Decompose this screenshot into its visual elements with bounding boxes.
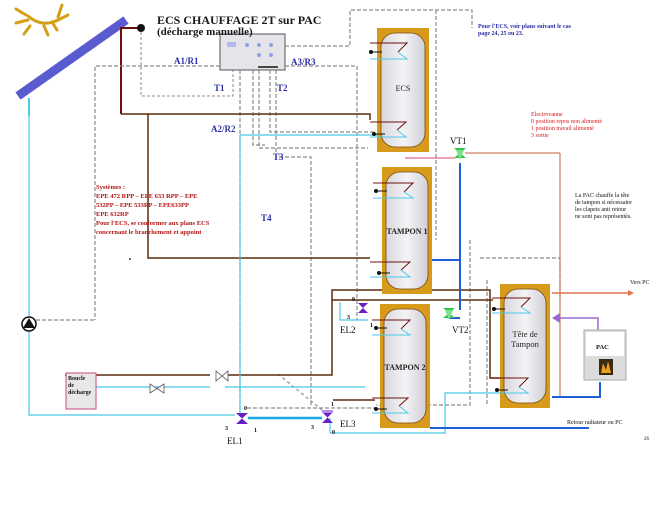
- tank-tete-tampon: [500, 284, 550, 408]
- electrovalve-note-line2: 0 position repos non alimenté: [531, 119, 602, 125]
- tank-tete-label-line1: Tête de: [512, 329, 538, 339]
- ecs-ref-note-line1: Pour l'ECS, voir plans suivant le cas: [478, 24, 571, 30]
- electrovalve-note-line1: Electrovanne: [531, 112, 563, 118]
- tank-tampon2: [380, 304, 430, 428]
- discharge-loop-box: [65, 372, 97, 410]
- systems-note-line6: concernant le branchement et appoint: [96, 229, 202, 236]
- el1-valve-icon[interactable]: [236, 413, 248, 424]
- sun-icon: [14, 3, 70, 37]
- el3-valve-icon[interactable]: [322, 410, 333, 423]
- probe-t2-label: T2: [277, 83, 288, 93]
- el1-port-3: 3: [225, 426, 228, 432]
- signal-lines: [36, 9, 561, 410]
- t1-signal-line: [140, 32, 234, 97]
- el3-port-0: 0: [332, 430, 335, 436]
- pac-label: PAC: [596, 344, 609, 351]
- discharge-loop-line2: de: [68, 383, 74, 389]
- pac-note-line4: ne sont pas représentés.: [575, 214, 632, 220]
- probe-a3r3-label: A3/R3: [291, 57, 316, 67]
- systems-note-line5: Pour l'ECS, se conformer aux plans ECS: [96, 220, 210, 227]
- vt1-valve-icon[interactable]: [454, 148, 466, 160]
- el2-port-0: 0: [352, 297, 355, 303]
- el3-label: EL3: [340, 419, 356, 429]
- pac-note-line3: les clapets anti retour: [575, 207, 627, 213]
- probe-t4-label: T4: [261, 213, 272, 223]
- vt1-label: VT1: [450, 136, 467, 146]
- diagram-title: ECS CHAUFFAGE 2T sur PAC: [157, 13, 322, 27]
- pac-arrow-icon: [552, 313, 560, 323]
- check-valve-icon: [149, 370, 229, 394]
- tank-tampon2-label: TAMPON 2: [384, 363, 426, 372]
- el3-signal-diagonal: [277, 373, 323, 411]
- tank-ecs-label: ECS: [395, 84, 411, 93]
- tank-tampon1: [382, 167, 432, 294]
- solar-controller[interactable]: [219, 33, 286, 71]
- electrovalve-note-line3: 1 position travail alimenté: [531, 126, 594, 132]
- el2-valve-icon[interactable]: [358, 303, 368, 313]
- circulator-pump-icon[interactable]: [21, 316, 37, 332]
- retour-label: Retour radiateur ou PC: [567, 420, 623, 426]
- el1-port-0: 0: [244, 406, 247, 412]
- heat-pump-pac: [583, 329, 627, 381]
- el1-port-1: 1: [254, 428, 257, 434]
- discharge-loop-line1: Boucle: [68, 376, 86, 382]
- el2-port-3: 3: [347, 315, 350, 321]
- el3-port-1: 1: [331, 402, 334, 408]
- ecs-ref-note-line2: page 24, 25 ou 23.: [478, 31, 524, 37]
- el3-port-3: 3: [311, 425, 314, 431]
- probe-a2r2-label: A2/R2: [211, 124, 236, 134]
- collector-sensor-icon: [137, 24, 145, 32]
- probe-t1-label: T1: [214, 83, 225, 93]
- vers-pc-arrow-icon: [628, 290, 634, 296]
- tank-ecs: [377, 28, 429, 152]
- page-number: 26: [644, 437, 649, 442]
- solar-collector: [15, 16, 129, 100]
- systems-note-line2: EPE 472 RPP – EPE 633 RPP – EPE: [96, 193, 198, 200]
- systems-note-line4: EPE 632RP: [96, 211, 129, 218]
- tank-tampon1-label: TAMPON 1: [386, 227, 428, 236]
- probe-t3-label: T3: [273, 152, 284, 162]
- vers-pc-label: Vers PC: [630, 280, 650, 286]
- vt2-valve-icon[interactable]: [443, 308, 455, 320]
- probe-a1r1-label: A1/R1: [174, 56, 199, 66]
- systems-note-line3: 532PP – EPE 533RP – EPE633PP: [96, 202, 189, 209]
- coils: [369, 42, 532, 414]
- systems-note-line1: Systèmes :: [96, 184, 126, 191]
- vt2-label: VT2: [452, 325, 469, 335]
- el1-label: EL1: [227, 436, 243, 446]
- cyan-pipes: [28, 116, 505, 434]
- pac-supply-pipe: [558, 317, 599, 330]
- tank-tete-label-line2: Tampon: [511, 339, 539, 349]
- pac-note-line2: de tampon si nécessaire: [575, 200, 632, 206]
- electrovalve-note-line4: 3 sortie: [531, 133, 549, 139]
- diagram-subtitle: (décharge manuelle): [157, 26, 253, 38]
- collector-hot-pipe: [120, 27, 140, 114]
- pac-note-line1: La PAC chauffe la tête: [575, 193, 630, 199]
- el2-label: EL2: [340, 325, 356, 335]
- el2-port-1: 1: [370, 323, 373, 329]
- discharge-loop-line3: décharge: [68, 390, 92, 396]
